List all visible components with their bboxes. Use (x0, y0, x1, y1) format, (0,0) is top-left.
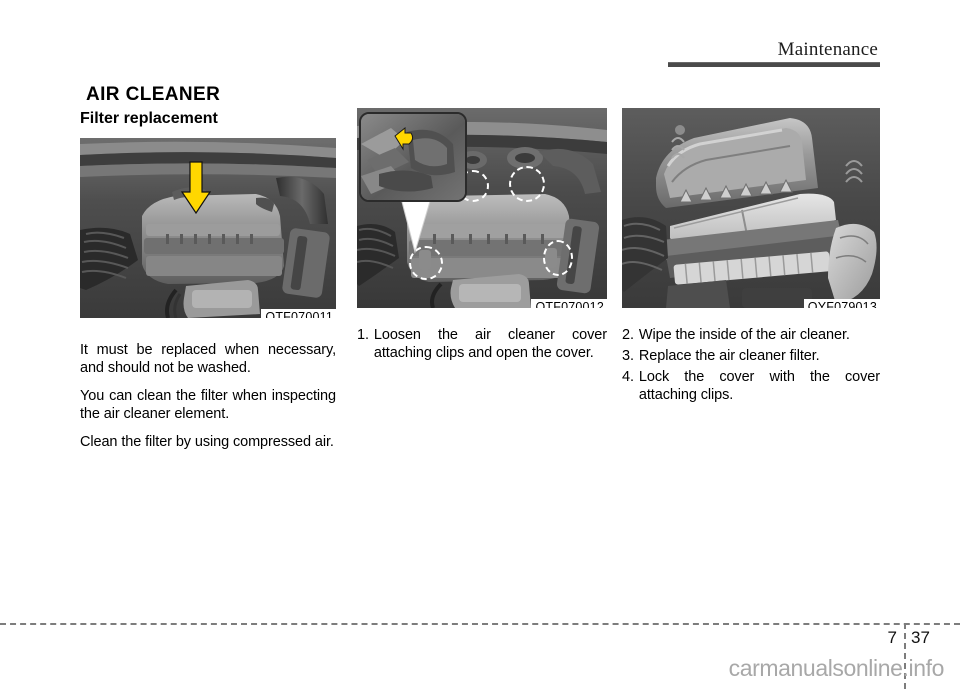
header-rule (668, 62, 880, 67)
page-header: Maintenance (580, 40, 880, 60)
paragraph: It must be replaced when necessary, and … (80, 342, 336, 376)
figure-caption-middle: OTF070012 (531, 299, 607, 308)
paragraph: You can clean the filter when inspecting… (80, 388, 336, 422)
inset-pointer-triangle (400, 197, 432, 254)
figure-caption-right: OYF079013 (803, 299, 880, 308)
step-line-justified: Lock the cover with the cover (638, 369, 880, 385)
column-right: OYF079013 2. Wipe the inside of the air … (622, 108, 880, 407)
chapter-title: Maintenance (777, 39, 878, 60)
list-item: 1. Loosen the air cleaner cover attachin… (357, 326, 607, 362)
step-line: attaching clips and open the cover. (373, 345, 594, 361)
clip-highlight-circle (509, 166, 545, 202)
figure-caption-left: OTF070011 (261, 309, 336, 318)
page-number: 7 37 (860, 628, 948, 648)
section-subtitle: Filter replacement (80, 110, 218, 127)
right-text-block: 2. Wipe the inside of the air cleaner. 3… (622, 326, 880, 404)
middle-text-block: 1. Loosen the air cleaner cover attachin… (357, 326, 607, 362)
clip-highlight-circle (409, 246, 443, 280)
engine-bay-photo-2 (357, 108, 607, 308)
inset-closeup-photo (361, 114, 465, 200)
section-title: AIR CLEANER (86, 84, 221, 105)
step-number: 1. (357, 327, 369, 343)
step-text: Loosen the air cleaner cover attaching c… (374, 326, 607, 362)
step-text: Lock the cover with the cover attaching … (639, 368, 880, 404)
step-number: 3. (622, 348, 634, 364)
column-left: OTF070011 It must be replaced when neces… (80, 138, 336, 463)
figure-replace-filter: OYF079013 (622, 108, 880, 308)
step-text: Replace the air cleaner filter. (638, 348, 820, 364)
clip-highlight-circle (543, 240, 573, 276)
chapter-number: 7 (887, 628, 897, 647)
step-line: attaching clips. (638, 387, 734, 403)
step-number: 4. (622, 369, 634, 385)
left-text-block: It must be replaced when necessary, and … (80, 342, 336, 452)
paragraph: Clean the filter by using compressed air… (80, 434, 334, 450)
engine-bay-photo-1 (80, 138, 336, 318)
list-item: 2. Wipe the inside of the air cleaner. (622, 326, 880, 344)
figure-air-cleaner-location: OTF070011 (80, 138, 336, 318)
figure-loosen-clips: OTF070012 (357, 108, 607, 308)
step-number: 2. (622, 327, 634, 343)
air-cleaner-open-photo (622, 108, 880, 308)
folio-number: 37 (911, 628, 930, 647)
inset-detail-box (359, 112, 467, 202)
step-line-justified: Loosen the air cleaner cover (373, 327, 607, 343)
column-middle: OTF070012 1. Loosen the air cleaner cove… (357, 108, 607, 365)
yellow-arrow-down-icon (180, 161, 212, 215)
footer-divider (0, 623, 960, 625)
list-item: 4. Lock the cover with the cover attachi… (622, 368, 880, 404)
footer-vertical-divider (904, 623, 906, 689)
list-item: 3. Replace the air cleaner filter. (622, 347, 880, 365)
step-text: Wipe the inside of the air cleaner. (638, 327, 850, 343)
site-watermark: carmanualsonline.info (728, 655, 945, 681)
